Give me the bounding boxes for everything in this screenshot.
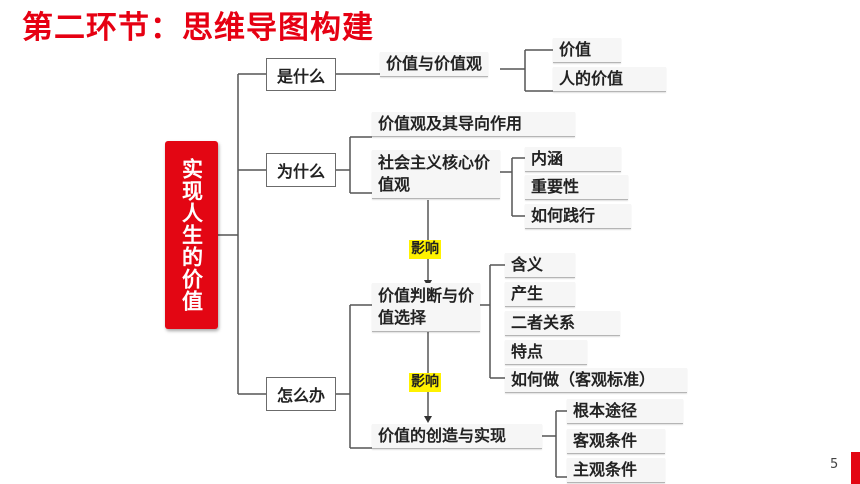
why-node: 为什么 xyxy=(266,153,336,187)
value-judgment-choice-label: 价值判断与价值选择 xyxy=(372,283,480,332)
leaf-subjective-conditions: 主观条件 xyxy=(567,458,665,483)
slide-title: 第二环节：思维导图构建 xyxy=(22,10,374,46)
value-creation-label: 价值的创造与实现 xyxy=(372,424,542,449)
leaf-how-to-practice: 如何践行 xyxy=(525,204,631,229)
leaf-human-value: 人的价值 xyxy=(553,67,666,92)
page-number: 5 xyxy=(830,457,839,472)
values-guidance-label: 价值观及其导向作用 xyxy=(372,112,575,137)
leaf-origin: 产生 xyxy=(505,282,575,307)
influence-tag-2: 影响 xyxy=(409,373,441,392)
leaf-relation: 二者关系 xyxy=(505,311,620,336)
how-node: 怎么办 xyxy=(266,377,336,411)
leaf-value: 价值 xyxy=(553,38,621,63)
leaf-connotation: 内涵 xyxy=(525,147,621,172)
corner-accent xyxy=(851,452,860,484)
influence-tag-1: 影响 xyxy=(409,240,441,259)
leaf-meaning: 含义 xyxy=(505,253,575,278)
socialist-core-values-label: 社会主义核心价值观 xyxy=(372,150,500,199)
leaf-how-to-do: 如何做（客观标准） xyxy=(505,368,687,393)
leaf-fundamental-path: 根本途径 xyxy=(567,399,683,424)
leaf-features: 特点 xyxy=(505,340,587,365)
leaf-objective-conditions: 客观条件 xyxy=(567,429,665,454)
what-node: 是什么 xyxy=(266,58,336,91)
root-node: 实现人生的价值 xyxy=(165,141,218,329)
value-and-values-label: 价值与价值观 xyxy=(380,52,489,77)
leaf-importance: 重要性 xyxy=(525,175,628,200)
